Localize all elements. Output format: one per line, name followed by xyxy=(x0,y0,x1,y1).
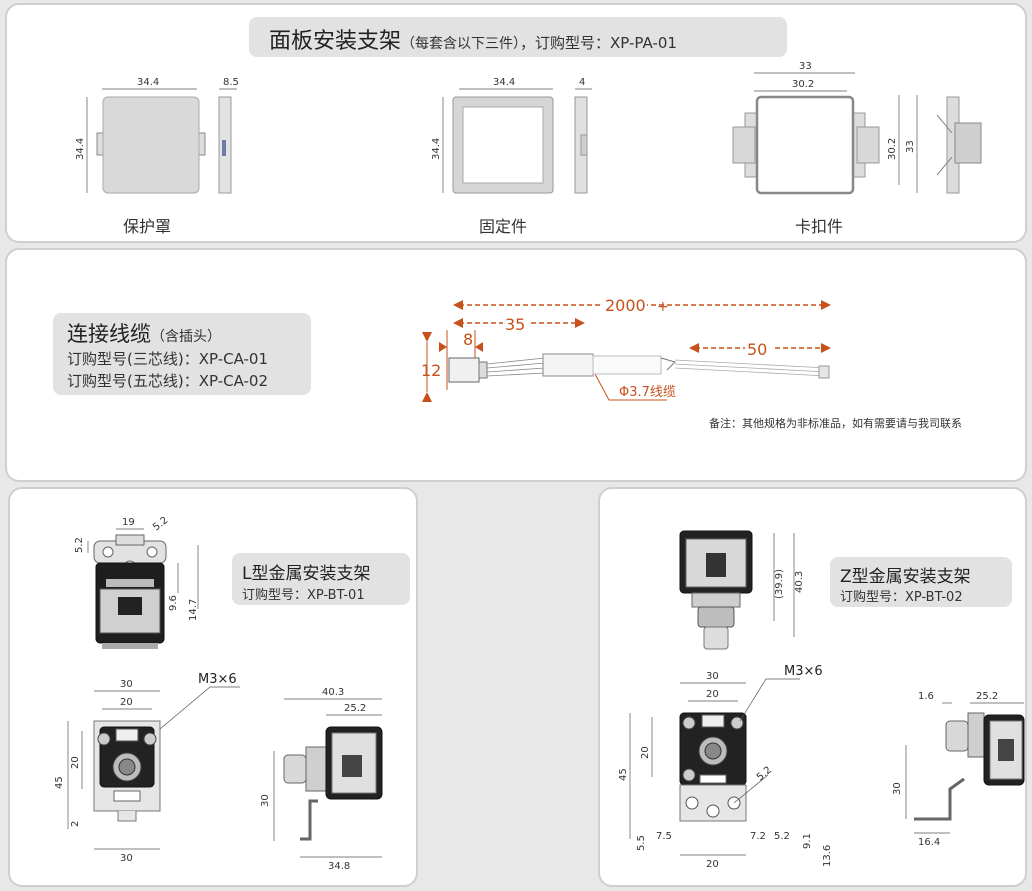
panel-title: 面板安装支架 xyxy=(269,29,402,54)
dim-label: 20 xyxy=(640,746,651,759)
title-row: 面板安装支架（每套含以下三件），订购型号：XP-PA-01 xyxy=(269,23,677,55)
z-title: Z型金属安装支架 xyxy=(840,567,971,587)
dim-label: 25.2 xyxy=(344,703,366,714)
dim-end: 50 xyxy=(747,340,767,359)
cable-title-row: 连接线缆（含插头） xyxy=(67,318,221,348)
dim-label: 30.2 xyxy=(887,138,898,160)
part-label-cover: 保护罩 xyxy=(123,217,172,236)
title-pill xyxy=(249,17,787,57)
dim-label: 5.2 xyxy=(74,537,85,553)
z-title-pill xyxy=(830,557,1012,607)
dim-total: 2000 xyxy=(605,296,646,315)
dim-label: 45 xyxy=(54,776,65,789)
part-label-clip: 卡扣件 xyxy=(795,217,844,236)
dim-label: 40.3 xyxy=(322,687,344,698)
l-front-view xyxy=(93,720,161,822)
l-title-pill xyxy=(232,553,410,605)
dim-label: 8.5 xyxy=(223,77,239,88)
dim-label: (39.9) xyxy=(774,569,785,599)
cable-title-pill xyxy=(53,313,311,395)
panel-bracket-kit: 面板安装支架（每套含以下三件），订购型号：XP-PA-01 xyxy=(5,3,1027,243)
dim-label: 20 xyxy=(70,756,81,769)
dim-label: 20 xyxy=(706,859,719,870)
dim-label: 16.4 xyxy=(918,837,940,848)
dim-label: 5.2 xyxy=(774,831,790,842)
fixer-drawing xyxy=(452,96,588,194)
cable-title: 连接线缆 xyxy=(67,322,151,346)
dim-label: 34.4 xyxy=(137,77,159,88)
l-order: 订购型号：XP-BT-01 xyxy=(242,588,365,603)
bracket-drawings: 34.4 34.4 8.5 34.4 34.4 4 33 30.2 30.2 3… xyxy=(75,61,982,195)
z-front-view xyxy=(679,712,747,822)
l-bracket-drawings: 5.2 19 5.2 9.6 14.7 xyxy=(54,515,383,872)
z-screw-label: M3×6 xyxy=(784,664,823,679)
dim-label: 20 xyxy=(120,697,133,708)
dim-label: 34.4 xyxy=(493,77,515,88)
dim-label: 14.7 xyxy=(188,599,199,621)
dim-label: 30 xyxy=(120,679,133,690)
dim-label: 40.3 xyxy=(794,571,805,593)
order-number: ，订购型号：XP-PA-01 xyxy=(520,34,677,52)
dim-height: 12 xyxy=(421,361,441,380)
dim-label: 30.2 xyxy=(792,79,814,90)
dim-label: 33 xyxy=(905,140,916,153)
dim-label: 5.2 xyxy=(151,515,170,533)
dim-label: 30 xyxy=(260,794,271,807)
dim-label: 25.2 xyxy=(976,691,998,702)
dim-label: 4 xyxy=(579,77,585,88)
l-side-view xyxy=(283,726,383,841)
cover-drawing xyxy=(96,96,232,194)
dim-label: 20 xyxy=(706,689,719,700)
dim-label: 9.1 xyxy=(802,833,813,849)
dim-label: 7.5 xyxy=(656,831,672,842)
dim-label: 5.5 xyxy=(636,835,647,851)
dim-label: 45 xyxy=(618,768,629,781)
dim-label: 2 xyxy=(70,821,81,827)
dim-label: 9.6 xyxy=(168,595,179,611)
dim-label: 30 xyxy=(120,853,133,864)
dim-label: 13.6 xyxy=(822,845,833,867)
dim-label: 34.8 xyxy=(328,861,350,872)
cable-note: 备注：其他规格为非标准品，如有需要请与我司联系 xyxy=(709,417,962,430)
dim-plus: + xyxy=(657,299,669,315)
z-side-view xyxy=(914,712,1025,821)
z-bracket-drawings: (39.9) 40.3 xyxy=(618,530,1025,870)
panel-cable: 连接线缆（含插头） 订购型号(三芯线)：XP-CA-01 订购型号(五芯线)：X… xyxy=(5,248,1027,482)
screw-label: M3×6 xyxy=(198,672,237,687)
panel-subtitle: （每套含以下三件） xyxy=(401,36,521,52)
dim-label: 30 xyxy=(892,782,903,795)
cable-order-1: 订购型号(三芯线)：XP-CA-01 xyxy=(67,350,269,368)
dim-plug: 8 xyxy=(463,330,473,349)
dim-seg1: 35 xyxy=(505,315,525,334)
l-top-view xyxy=(93,534,167,649)
clip-drawing xyxy=(732,95,982,195)
cable-order-2: 订购型号(五芯线)：XP-CA-02 xyxy=(67,372,269,390)
dim-label: 34.4 xyxy=(75,138,86,160)
dim-label: 33 xyxy=(799,61,812,72)
dim-label: 34.4 xyxy=(431,138,442,160)
z-order: 订购型号：XP-BT-02 xyxy=(840,590,963,605)
cable-subtitle: （含插头） xyxy=(151,329,221,345)
dim-label: 1.6 xyxy=(918,691,934,702)
dim-label: 7.2 xyxy=(750,831,766,842)
dim-label: 19 xyxy=(122,517,135,528)
z-top-view xyxy=(679,530,753,650)
part-label-fixer: 固定件 xyxy=(479,217,528,236)
dim-label: 5.2 xyxy=(755,765,774,784)
panel-z-bracket: Z型金属安装支架 订购型号：XP-BT-02 (39.9) 40.3 xyxy=(598,487,1027,887)
panel-l-bracket: L型金属安装支架 订购型号：XP-BT-01 5.2 19 xyxy=(8,487,418,887)
cable-drawing: 2000 + 35 8 12 50 Φ3.7线缆 xyxy=(421,296,831,402)
cable-spec-label: Φ3.7线缆 xyxy=(619,384,676,400)
dim-label: 30 xyxy=(706,671,719,682)
l-title: L型金属安装支架 xyxy=(242,564,371,584)
